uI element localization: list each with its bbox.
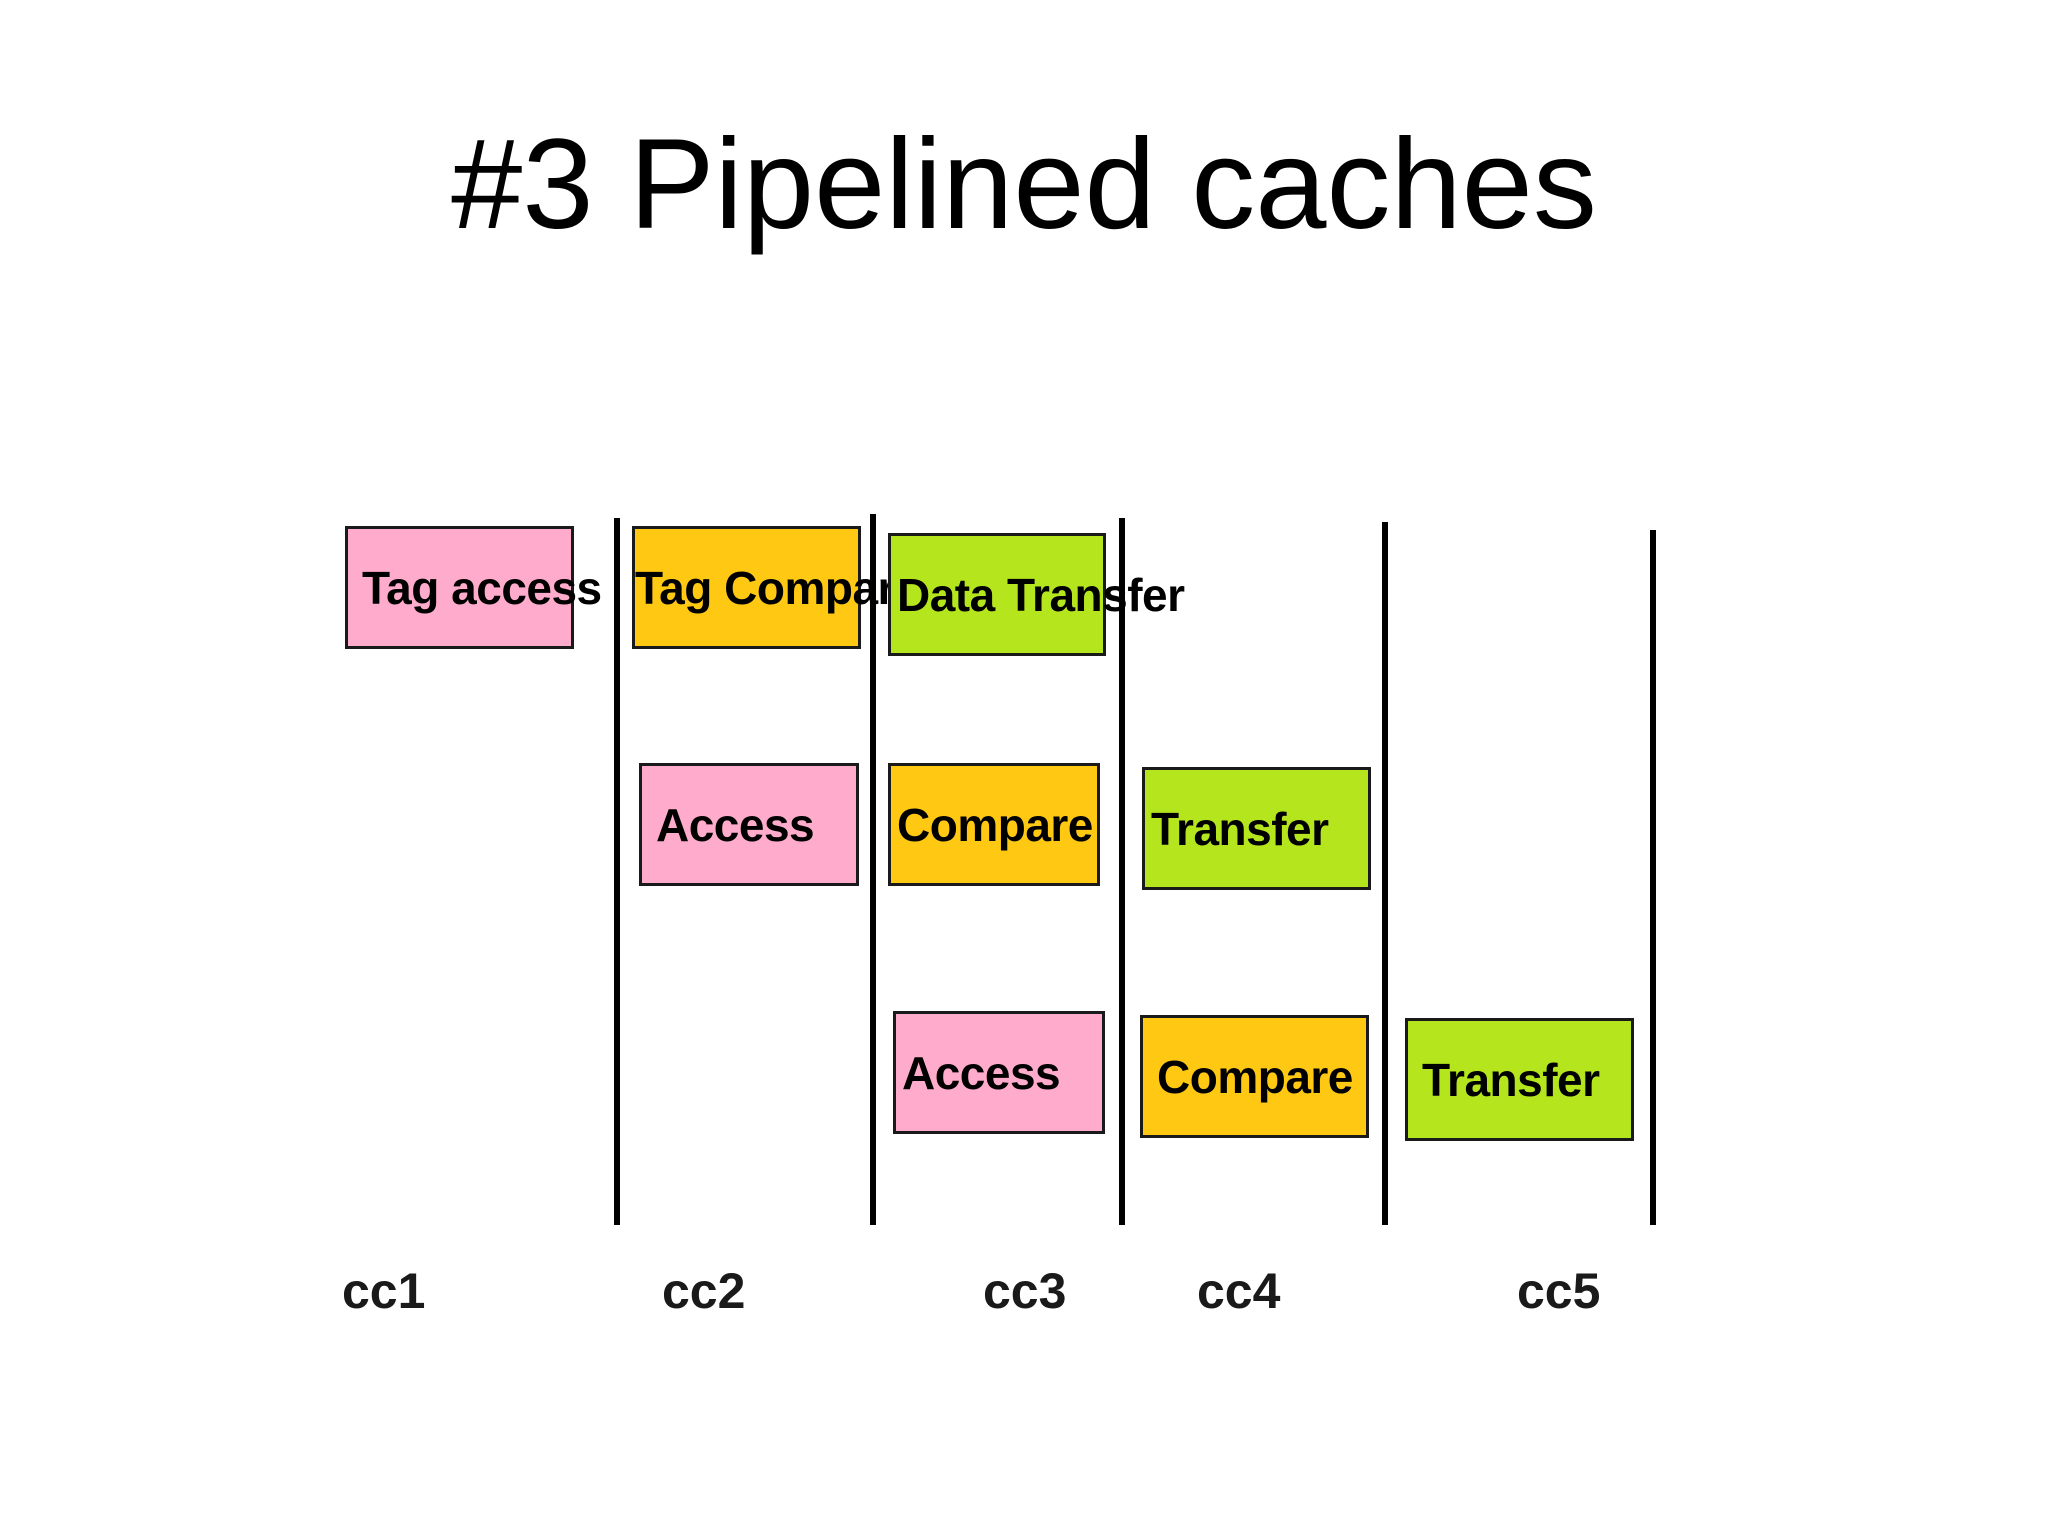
stage-label: Data Transfer <box>897 568 1185 621</box>
stage-data-transfer: Data Transfer <box>888 533 1185 656</box>
stage-transfer: Transfer <box>1405 1018 1634 1141</box>
cycle-divider-2 <box>870 514 876 1225</box>
stage-access: Access <box>639 763 859 886</box>
cycle-label-cc4: cc4 <box>1197 1263 1281 1319</box>
cycle-divider-1 <box>614 518 620 1225</box>
stage-label: Transfer <box>1422 1053 1600 1106</box>
stage-compare: Compare <box>888 763 1100 886</box>
stage-label: Access <box>656 798 815 851</box>
slide-title: #3 Pipelined caches <box>451 113 1597 256</box>
cycle-divider-4 <box>1382 522 1388 1225</box>
stage-compare: Compare <box>1140 1015 1369 1138</box>
stage-label: Compare <box>897 798 1093 851</box>
cycle-label-cc1: cc1 <box>342 1263 426 1319</box>
cycle-divider-5 <box>1650 530 1656 1225</box>
cycle-label-cc2: cc2 <box>662 1263 746 1319</box>
cycle-label-cc3: cc3 <box>983 1263 1067 1319</box>
cycle-divider-3 <box>1119 518 1125 1225</box>
stage-tag-compare: Tag Compare <box>632 526 921 649</box>
stage-label: Access <box>902 1046 1061 1099</box>
stage-transfer: Transfer <box>1142 767 1371 890</box>
stage-label: Tag Compare <box>635 561 921 614</box>
stage-label: Tag access <box>362 561 602 614</box>
stage-access: Access <box>893 1011 1105 1134</box>
stage-tag-access: Tag access <box>345 526 602 649</box>
cycle-label-cc5: cc5 <box>1517 1263 1601 1319</box>
stage-label: Compare <box>1157 1050 1353 1103</box>
stage-label: Transfer <box>1151 802 1329 855</box>
